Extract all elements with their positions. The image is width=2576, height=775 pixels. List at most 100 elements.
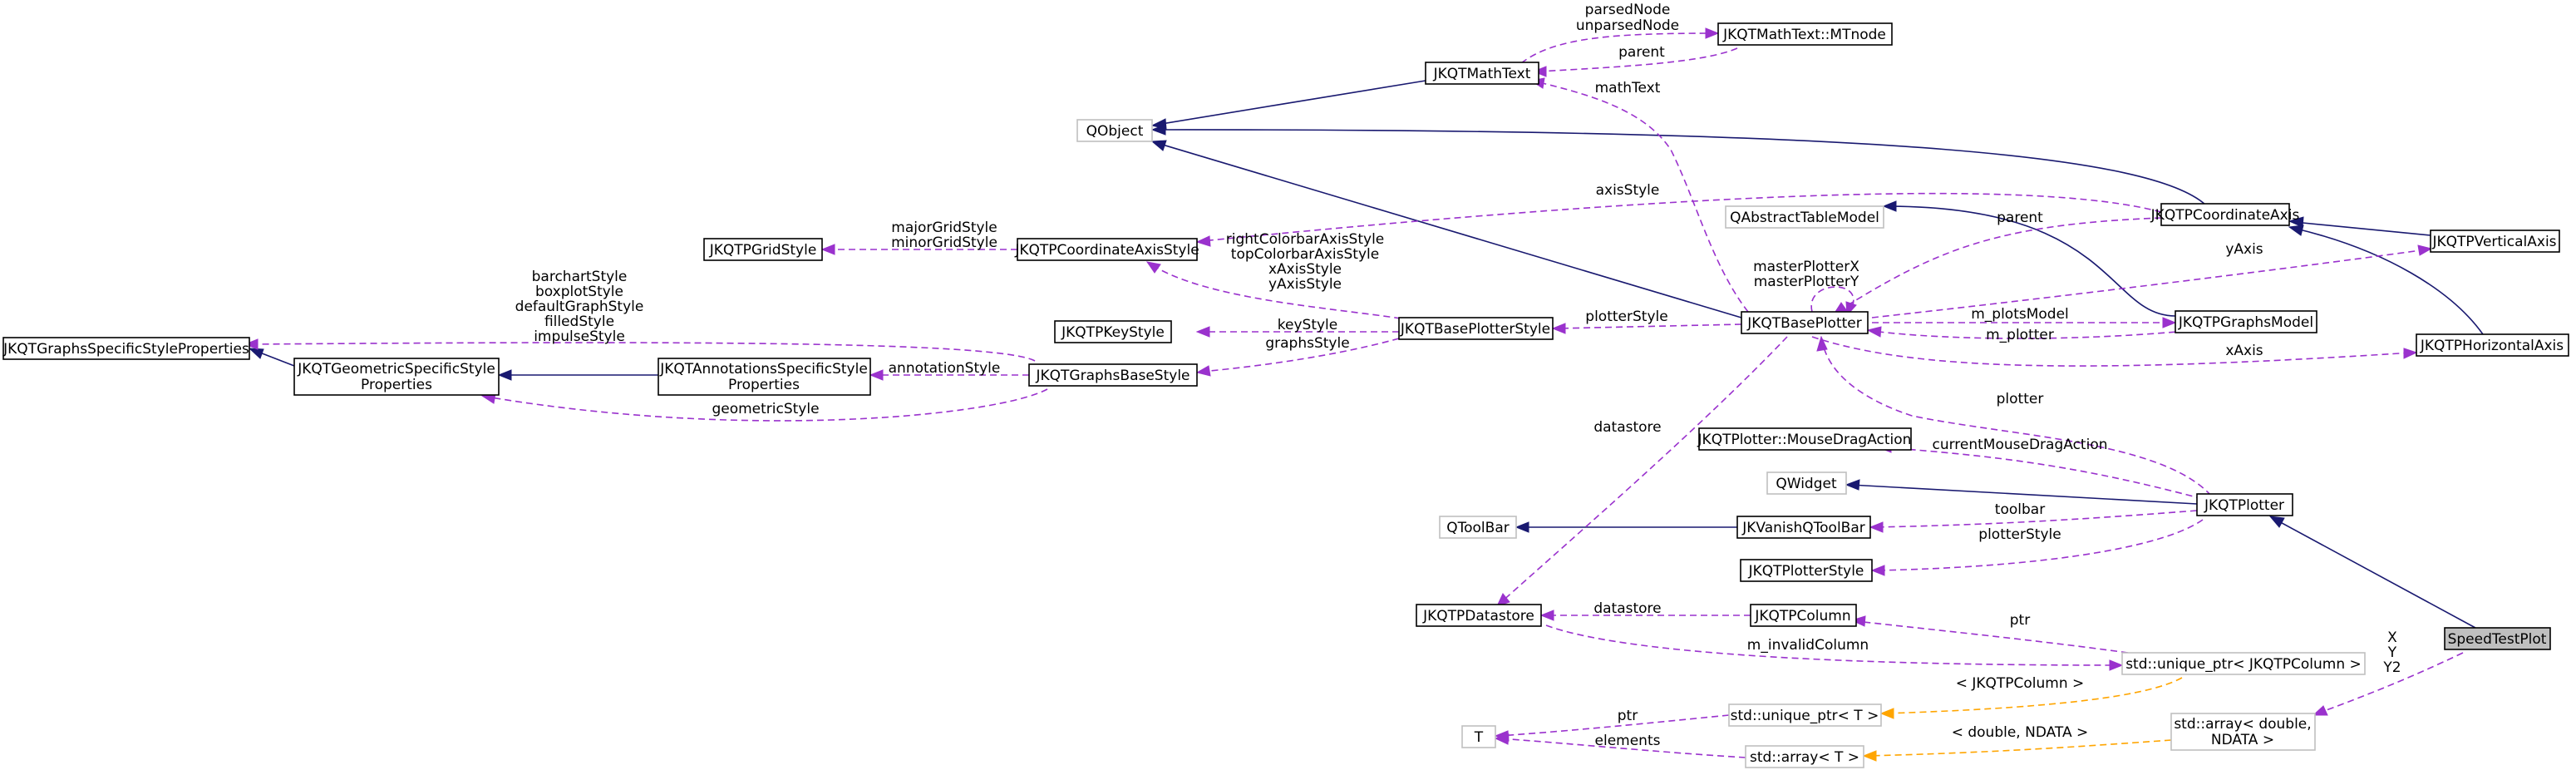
node-jkqtmathtext[interactable]: JKQTMathText [1425,62,1539,85]
svg-text:QAbstractTableModel: QAbstractTableModel [1730,210,1879,226]
node-graphsbasestyle[interactable]: JKQTGraphsBaseStyle [1028,363,1198,387]
label-plotterstyle-base: plotterStyle [1585,309,1667,325]
label-datastore-base: datastore [1593,419,1661,436]
svg-text:JKQTPGridStyle: JKQTPGridStyle [709,242,817,259]
label-mathtext: mathText [1595,80,1661,96]
node-baseplotterstyle[interactable]: JKQTBasePlotterStyle [1398,317,1554,340]
node-qwidget[interactable]: QWidget [1766,471,1847,495]
edge-mtnode-uses-mathtext [1532,47,1738,77]
label-parent-mathtext: parent [1618,44,1665,61]
edge-graphsbasestyle-uses-annotations [869,369,1029,381]
edge-mathtext-uses-mtnode [1520,27,1720,64]
label-y: Y [2387,644,2397,661]
edge-array-t-instantiates-arraydouble [1862,739,2172,762]
node-annotations[interactable]: JKQTAnnotationsSpecificStyle Properties [658,358,871,396]
node-arraydouble[interactable]: std::array< double, NDATA > [2170,713,2316,751]
svg-text:JKQTPlotter: JKQTPlotter [2204,497,2284,514]
label-masterplotterx: masterPlotterX [1753,259,1859,275]
label-barchartstyle: barchartStyle [532,269,628,285]
edge-plotter-uses-plotterstyle [1870,519,2204,576]
edge-plotter-uses-baseplotter [1816,335,2212,496]
edge-horizontalaxis-inherits-coordinateaxis [2288,225,2484,335]
svg-text:JKQTPKeyStyle: JKQTPKeyStyle [1061,324,1165,341]
edge-plotter-uses-vanishtoolbar [1869,510,2198,533]
svg-text:JKQTPHorizontalAxis: JKQTPHorizontalAxis [2420,338,2564,354]
edge-plotter-inherits-qwidget [1845,479,2198,505]
svg-text:NDATA >: NDATA > [2211,732,2274,748]
edge-speedtestplot-uses-arraydouble [2312,652,2464,716]
svg-text:JKQTPGraphsModel: JKQTPGraphsModel [2178,314,2313,331]
node-t[interactable]: T [1461,725,1496,748]
node-vanishtoolbar[interactable]: JKVanishQToolBar [1736,516,1871,539]
label-minorgridstyle: minorGridStyle [891,234,997,251]
edge-annotations-inherits-geometric [497,369,658,381]
label-yaxis: yAxis [2225,241,2263,258]
svg-text:std::unique_ptr< T >: std::unique_ptr< T > [1731,708,1879,724]
node-coordinateaxis[interactable]: JKQTPCoordinateAxis [2150,203,2300,226]
edge-array-t-uses-t [1494,733,1746,758]
label-ptr-t: ptr [1618,708,1638,724]
label-template-double: < double, NDATA > [1952,724,2089,741]
node-coordinateaxisstyle[interactable]: JKQTPCoordinateAxisStyle [1014,238,1199,261]
svg-text:JKVanishQToolBar: JKVanishQToolBar [1741,520,1865,536]
edge-coordinateaxis-uses-axisstyle [1195,192,2162,247]
node-qobject[interactable]: QObject [1076,119,1153,142]
edge-baseplotterstyle-uses-coordinateaxisstyle [1145,261,1401,319]
edge-baseplotterstyle-uses-keystyle [1195,326,1399,338]
node-qtoolbar[interactable]: QToolBar [1439,516,1517,539]
label-parent-model: parent [1997,210,2043,226]
node-mtnode[interactable]: JKQTMathText::MTnode [1717,22,1893,46]
node-graphsspecific[interactable]: JKQTGraphsSpecificStyleProperties [2,337,250,360]
svg-text:JKQTBasePlotter: JKQTBasePlotter [1746,315,1861,332]
edge-coordinateaxis-uses-baseplotter [1832,217,2162,315]
node-keystyle[interactable]: JKQTPKeyStyle [1054,320,1172,343]
svg-text:T: T [1474,729,1484,746]
svg-text:JKQTGeometricSpecificStyle: JKQTGeometricSpecificStyle [297,361,495,378]
node-speedtestplot[interactable]: SpeedTestPlot [2444,627,2551,650]
label-x: X [2387,629,2397,646]
node-horizontalaxis[interactable]: JKQTPHorizontalAxis [2416,333,2569,357]
node-baseplotter[interactable]: JKQTBasePlotter [1741,311,1869,334]
svg-text:std::array< double,: std::array< double, [2174,716,2311,733]
node-geometric[interactable]: JKQTGeometricSpecificStyle Properties [293,358,500,396]
edge-baseplotterstyle-uses-graphsbasestyle [1195,338,1400,377]
label-elements: elements [1595,733,1661,749]
node-gridstyle[interactable]: JKQTPGridStyle [703,238,823,261]
label-keystyle: keyStyle [1278,317,1337,333]
edge-vanishtoolbar-inherits-qtoolbar [1515,521,1737,533]
label-majorgridstyle: majorGridStyle [891,220,997,236]
svg-text:JKQTMathText::MTnode: JKQTMathText::MTnode [1722,27,1886,43]
svg-text:JKQTPlotter::MouseDragAction: JKQTPlotter::MouseDragAction [1697,432,1912,448]
label-currentmousedragaction: currentMouseDragAction [1932,437,2107,453]
node-qabstracttablemodel[interactable]: QAbstractTableModel [1725,205,1884,229]
edge-graphsmodel-uses-baseplotter [1866,326,2187,339]
node-uniqueptr-t[interactable]: std::unique_ptr< T > [1728,703,1882,727]
label-yaxisstyle: yAxisStyle [1268,276,1342,293]
label-annotationstyle: annotationStyle [889,360,1001,377]
edge-datastore-uses-uniqueptr [1545,624,2124,671]
edge-graphsmodel-inherits-qabstracttablemodel [1882,200,2176,317]
label-m-plotter: m_plotter [1986,327,2054,343]
node-mousedragaction[interactable]: JKQTPlotter::MouseDragAction [1697,427,1912,451]
node-plotterstyle[interactable]: JKQTPlotterStyle [1740,559,1873,582]
edge-verticalaxis-inherits-coordinateaxis [2288,216,2431,236]
svg-text:JKQTPlotterStyle: JKQTPlotterStyle [1748,563,1864,580]
label-parsednode: parsedNode [1585,2,1671,18]
node-graphsmodel[interactable]: JKQTPGraphsModel [2175,310,2317,333]
node-column[interactable]: JKQTPColumn [1750,604,1857,627]
label-m-invalidcolumn: m_invalidColumn [1747,637,1869,654]
label-topcolorbaraxisstyle: topColorbarAxisStyle [1231,246,1379,263]
svg-text:JKQTGraphsBaseStyle: JKQTGraphsBaseStyle [1035,368,1189,384]
node-plotter[interactable]: JKQTPlotter [2196,493,2293,516]
node-uniqueptr-column[interactable]: std::unique_ptr< JKQTPColumn > [2121,652,2366,675]
svg-text:QWidget: QWidget [1776,476,1837,492]
edge-speedtestplot-inherits-plotter [2268,516,2476,629]
node-array-t[interactable]: std::array< T > [1745,745,1864,768]
node-datastore[interactable]: JKQTPDatastore [1416,604,1542,627]
svg-text:SpeedTestPlot: SpeedTestPlot [2448,631,2547,648]
label-datastore-column: datastore [1593,600,1661,617]
label-graphsstyle: graphsStyle [1265,335,1349,352]
svg-text:Properties: Properties [728,377,800,393]
label-filledstyle: filledStyle [544,313,614,330]
node-verticalaxis[interactable]: JKQTPVerticalAxis [2430,230,2560,253]
